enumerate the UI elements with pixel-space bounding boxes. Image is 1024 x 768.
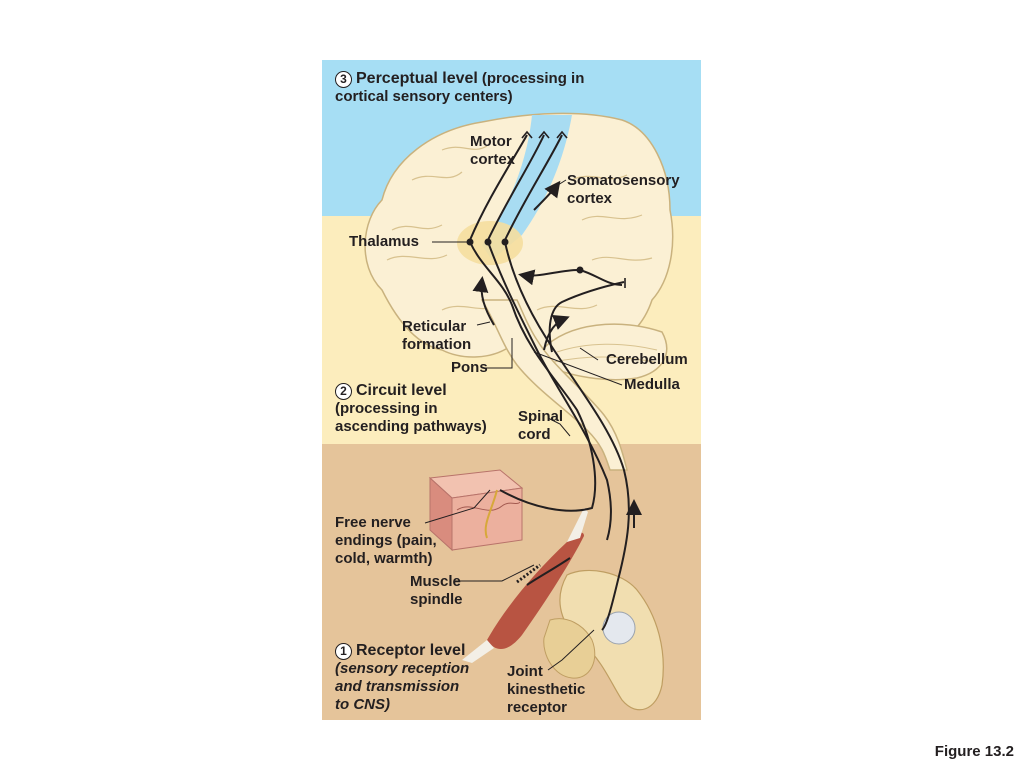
cerebellum-folds: [553, 343, 658, 363]
leader-lines: [424, 179, 623, 671]
muscle-illustration: [462, 508, 588, 663]
level-description-line: to CNS): [335, 696, 390, 713]
label-line: Somatosensory: [567, 172, 680, 189]
axon-endings: [521, 130, 626, 288]
hip-joint-illustration: [543, 569, 664, 711]
level-description-line: and transmission: [335, 678, 460, 695]
label-line: Free nerve: [335, 514, 411, 531]
receptor-level-heading: 1 Receptor level (sensory reception and …: [335, 642, 469, 714]
level-number-badge: 1: [335, 642, 352, 660]
label-line: receptor: [507, 699, 568, 716]
level-title: Circuit level: [356, 382, 447, 399]
level-title: Perceptual level: [356, 70, 478, 87]
level-number-badge: 3: [335, 70, 352, 88]
label-line: Motor: [470, 133, 512, 150]
brainstem-spinal-cord: [480, 299, 628, 471]
brain-gyri: [386, 145, 653, 311]
sensory-levels-figure: 3 Perceptual level (processing in cortic…: [322, 60, 701, 720]
label-line: Spinal: [518, 408, 564, 425]
cerebellum-illustration: [541, 323, 668, 381]
level-description-line: ascending pathways): [335, 418, 487, 435]
figure-caption: Figure 13.2: [934, 743, 1014, 760]
motor-cortex-label: Motor cortex: [470, 133, 515, 169]
label-line: formation: [402, 336, 472, 353]
somatosensory-cortex-label: Somatosensory cortex: [567, 172, 680, 208]
level-description-line: cortical sensory centers): [335, 88, 513, 105]
reticular-formation-label: Reticular formation: [402, 318, 471, 354]
cerebellum-label: Cerebellum: [606, 351, 688, 368]
label-line: cold, warmth): [335, 550, 433, 567]
muscle-spindle-label: Muscle spindle: [410, 573, 463, 609]
level-description-line: (sensory reception: [335, 660, 470, 677]
label-line: kinesthetic: [507, 681, 586, 698]
skin-section-illustration: [428, 469, 524, 552]
joint-kinesthetic-receptor-label: Joint kinesthetic receptor: [507, 663, 585, 717]
level-number-badge: 2: [335, 382, 352, 400]
spinal-cord-label: Spinal cord: [518, 408, 563, 444]
label-line: spindle: [410, 591, 463, 608]
label-line: Reticular: [402, 318, 467, 335]
label-line: cord: [518, 426, 551, 443]
pons-label: Pons: [451, 359, 488, 376]
label-line: Joint: [507, 663, 543, 680]
illustration: [364, 112, 674, 711]
label-line: Muscle: [410, 573, 461, 590]
medulla-label: Medulla: [624, 376, 680, 393]
label-line: cortex: [567, 190, 613, 207]
perceptual-level-heading: 3 Perceptual level (processing in cortic…: [335, 70, 584, 106]
free-nerve-endings-label: Free nerve endings (pain, cold, warmth): [335, 514, 437, 568]
label-line: cortex: [470, 151, 516, 168]
level-description: (processing in: [481, 70, 585, 87]
circuit-level-heading: 2 Circuit level (processing in ascending…: [335, 382, 487, 436]
nerve-terminals: [466, 238, 584, 274]
label-line: endings (pain,: [335, 532, 437, 549]
nerve-pathways: [469, 134, 642, 631]
thalamus-label: Thalamus: [349, 233, 420, 250]
level-title: Receptor level: [356, 642, 466, 659]
level-description-line: (processing in: [335, 400, 438, 417]
